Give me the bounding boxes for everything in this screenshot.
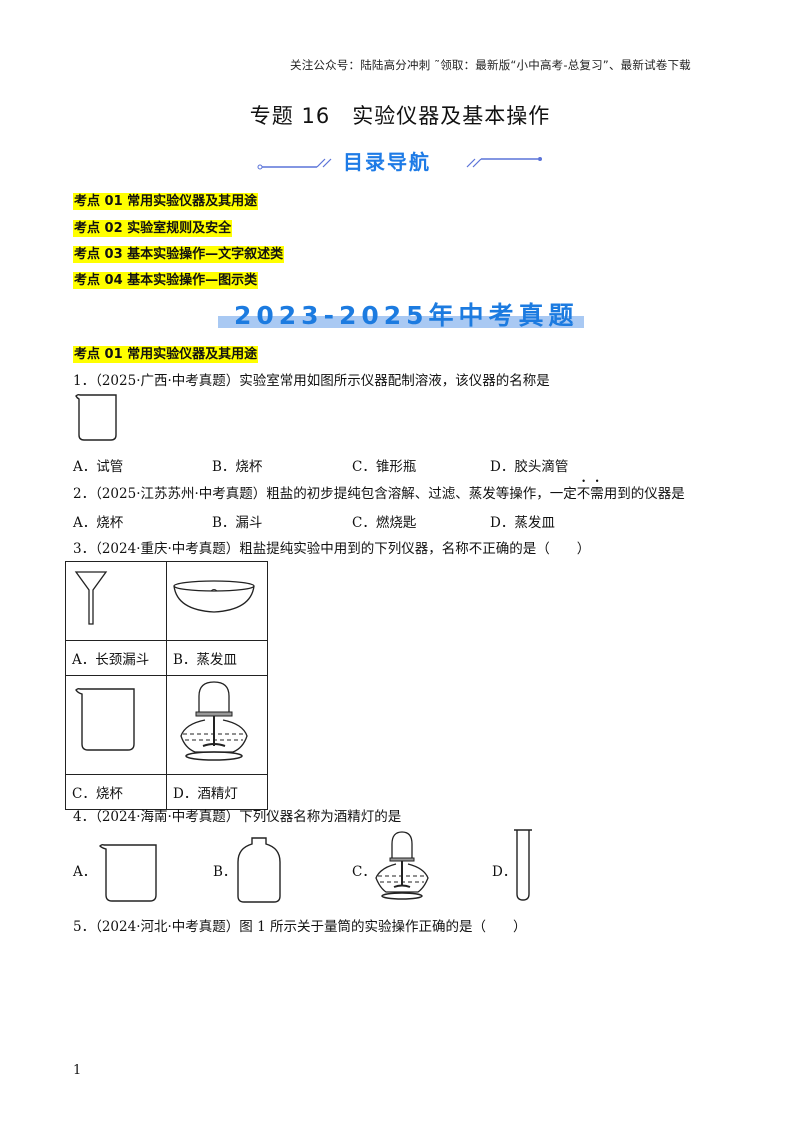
question-4-stem: 4．（2024·海南·中考真题）下列仪器名称为酒精灯的是 — [73, 809, 402, 825]
question-4-option-d[interactable]: D． — [492, 864, 517, 880]
question-2-option-a[interactable]: A．烧杯 — [73, 515, 124, 531]
section-heading: 考点 01 常用实验仪器及其用途 — [73, 346, 259, 363]
test-tube-icon — [514, 829, 532, 901]
beaker-icon — [75, 687, 135, 751]
wide-mouth-bottle-icon — [237, 837, 281, 903]
beaker-icon — [99, 843, 157, 902]
emphasis-dot: 不 — [577, 486, 591, 502]
question-4-option-c[interactable]: C． — [352, 864, 376, 880]
question-2-option-c[interactable]: C．燃烧匙 — [352, 515, 417, 531]
question-2-stem: 2．（2025·江苏苏州·中考真题）粗盐的初步提纯包含溶解、过滤、蒸发等操作，一… — [73, 482, 685, 502]
nav-banner-label: 目录导航 — [343, 150, 431, 174]
page-number: 1 — [73, 1063, 82, 1078]
toc-item-03[interactable]: 考点 03 基本实验操作—文字叙述类 — [73, 246, 285, 263]
nav-banner: 目录导航 — [255, 146, 545, 178]
question-3-cell-a-label: A．长颈漏斗 — [65, 640, 167, 676]
funnel-icon — [74, 571, 108, 625]
exam-banner: 2023-2025年中考真题 — [218, 296, 584, 330]
exam-banner-bar — [218, 316, 584, 328]
question-1-option-a[interactable]: A．试管 — [73, 459, 124, 475]
question-1-stem: 1．（2025·广西·中考真题）实验室常用如图所示仪器配制溶液，该仪器的名称是 — [73, 373, 550, 389]
question-3-table: A．长颈漏斗 B．蒸发皿 C．烧杯 D．酒精灯 — [65, 561, 268, 810]
question-4-option-b[interactable]: B． — [213, 864, 237, 880]
page-title: 专题 16 实验仪器及基本操作 — [249, 104, 551, 128]
toc-item-02[interactable]: 考点 02 实验室规则及安全 — [73, 220, 233, 237]
question-3-cell-a-image[interactable] — [65, 561, 167, 641]
question-1-option-c[interactable]: C．锥形瓶 — [352, 459, 417, 475]
question-1-option-d[interactable]: D．胶头滴管 — [490, 459, 569, 475]
nav-banner-decoration-icon — [257, 157, 542, 170]
question-1-option-b[interactable]: B．烧杯 — [212, 459, 263, 475]
question-3-cell-b-image[interactable] — [166, 561, 268, 641]
alcohol-lamp-icon — [375, 831, 429, 900]
question-3-cell-c-label: C．烧杯 — [65, 774, 167, 810]
toc-item-01[interactable]: 考点 01 常用实验仪器及其用途 — [73, 193, 259, 210]
alcohol-lamp-icon — [180, 681, 248, 761]
question-3-stem: 3．（2024·重庆·中考真题）粗盐提纯实验中用到的下列仪器，名称不正确的是（ … — [73, 541, 591, 557]
question-3-cell-d-image[interactable] — [166, 675, 268, 775]
question-3-cell-d-label: D．酒精灯 — [166, 774, 268, 810]
beaker-icon — [75, 393, 117, 441]
header-note: 关注公众号：陆陆高分冲刺 ˜领取：最新版“小中高考-总复习”、最新试卷下载 — [290, 58, 691, 72]
evaporating-dish-icon — [173, 580, 255, 613]
question-2-option-d[interactable]: D．蒸发皿 — [490, 515, 555, 531]
question-3-cell-c-image[interactable] — [65, 675, 167, 775]
emphasis-dot: 需 — [590, 486, 604, 502]
exam-banner-label: 2023-2025年中考真题 — [234, 301, 579, 330]
question-5-stem: 5．（2024·河北·中考真题）图 1 所示关于量筒的实验操作正确的是（ ） — [73, 919, 527, 935]
question-3-cell-b-label: B．蒸发皿 — [166, 640, 268, 676]
toc-item-04[interactable]: 考点 04 基本实验操作—图示类 — [73, 272, 259, 289]
question-2-option-b[interactable]: B．漏斗 — [212, 515, 263, 531]
question-4-option-a[interactable]: A． — [73, 864, 97, 880]
